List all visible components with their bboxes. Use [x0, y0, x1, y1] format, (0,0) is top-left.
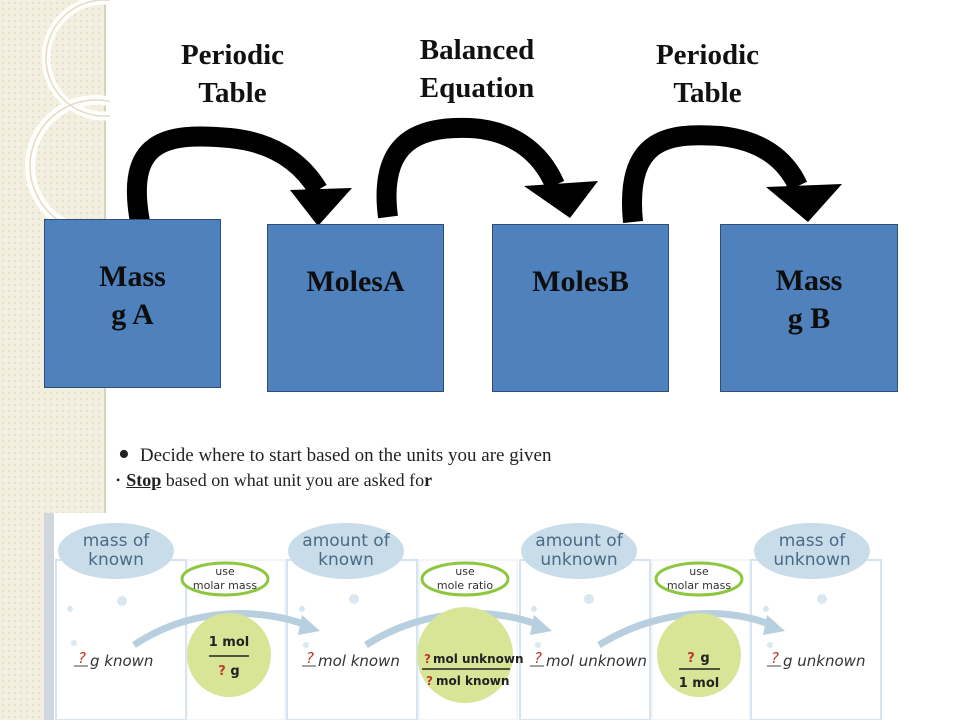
header-bubble: amount of known [288, 523, 404, 579]
use-line: molar mass [667, 579, 731, 592]
label-line: Table [673, 77, 742, 109]
header-line: amount of [302, 531, 390, 551]
curved-arrows [126, 117, 842, 226]
header-line: unknown [773, 550, 850, 570]
bullet-icon: • [116, 473, 121, 487]
header-bubble: mass of known [58, 523, 174, 579]
value-unknown-moles: ? mol unknown [530, 649, 647, 670]
header-line: mass of [779, 531, 846, 551]
moles-a-box: MolesA [267, 224, 444, 392]
conversion-diagram: mass of known amount of known amount of … [44, 513, 960, 720]
label-line: Equation [419, 72, 535, 104]
box-line: g B [787, 302, 831, 335]
bullet-text: based on what unit you are asked fo [161, 470, 425, 490]
balanced-equation-label: Balanced Equation [392, 31, 562, 107]
flow-arrowhead-icon [298, 615, 785, 635]
diagram-left-edge [44, 513, 54, 720]
use-line: mole ratio [437, 579, 493, 592]
header-bubble: amount of unknown [521, 523, 637, 579]
curved-arrow-icon [126, 126, 352, 226]
value-known-moles: ? mol known [302, 649, 400, 670]
periodic-table-label-2: Periodic Table [630, 36, 785, 112]
use-line: molar mass [193, 579, 257, 592]
use-oval: use molar mass [180, 561, 270, 597]
factor2-top: mol unknown [433, 652, 524, 666]
moles-b-box: MolesB [492, 224, 669, 392]
curved-arrow-icon [622, 125, 842, 223]
mass-a-box: Mass g A [44, 219, 221, 388]
bullet-icon: • [118, 436, 130, 473]
factor1-bottom: g [230, 664, 239, 679]
value-label: g unknown [783, 652, 865, 670]
box-line: Mass [99, 259, 166, 293]
factor1-top: 1 mol [209, 635, 250, 650]
value-label: mol unknown [546, 652, 647, 670]
label-line: Balanced [419, 34, 535, 66]
qmark: ? [426, 674, 433, 688]
use-oval: use molar mass [654, 561, 744, 597]
factor-circle [657, 613, 741, 697]
qmark: ? [771, 649, 779, 667]
stop-word: Stop [126, 470, 162, 490]
header-line: known [88, 550, 144, 570]
bullet-stop: • Stop based on what unit you are asked f… [116, 470, 432, 491]
box-line: Mass [775, 264, 843, 297]
decorative-dots [67, 594, 827, 648]
qmark: ? [687, 651, 695, 666]
bullet-start: • Decide where to start based on the unit… [118, 432, 552, 473]
bullet-text: Decide where to start based on the units… [139, 445, 552, 466]
factor2-bottom: mol known [436, 674, 509, 688]
value-unknown-mass: ? g unknown [767, 649, 865, 670]
label-line: Periodic [655, 39, 760, 71]
value-known-mass: ? g known [74, 649, 153, 670]
header-line: unknown [540, 550, 617, 570]
header-line: mass of [83, 531, 150, 551]
header-bubble: mass of unknown [754, 523, 870, 579]
qmark: ? [218, 664, 226, 679]
use-line: use [215, 565, 235, 578]
factor-circle [187, 613, 271, 697]
use-oval: use mole ratio [420, 561, 510, 597]
box-label: MolesA [306, 265, 405, 298]
label-line: Periodic [180, 39, 285, 71]
use-line: use [455, 565, 475, 578]
factor3-top: g [700, 651, 709, 666]
curved-arrow-icon [376, 117, 598, 219]
qmark: ? [424, 652, 431, 666]
qmark: ? [78, 649, 86, 667]
box-line: g A [111, 297, 154, 331]
value-label: mol known [318, 652, 400, 670]
header-line: amount of [535, 531, 623, 551]
mass-b-box: Mass g B [720, 224, 898, 392]
use-line: use [689, 565, 709, 578]
box-label: MolesB [532, 265, 629, 298]
factor-circle [417, 607, 513, 703]
qmark: ? [534, 649, 542, 667]
bullet-text-end: r [424, 470, 433, 490]
periodic-table-label-1: Periodic Table [155, 36, 310, 112]
factor3-bottom: 1 mol [679, 676, 720, 691]
value-label: g known [90, 652, 153, 670]
qmark: ? [306, 649, 314, 667]
label-line: Table [198, 77, 267, 109]
header-line: known [318, 550, 374, 570]
